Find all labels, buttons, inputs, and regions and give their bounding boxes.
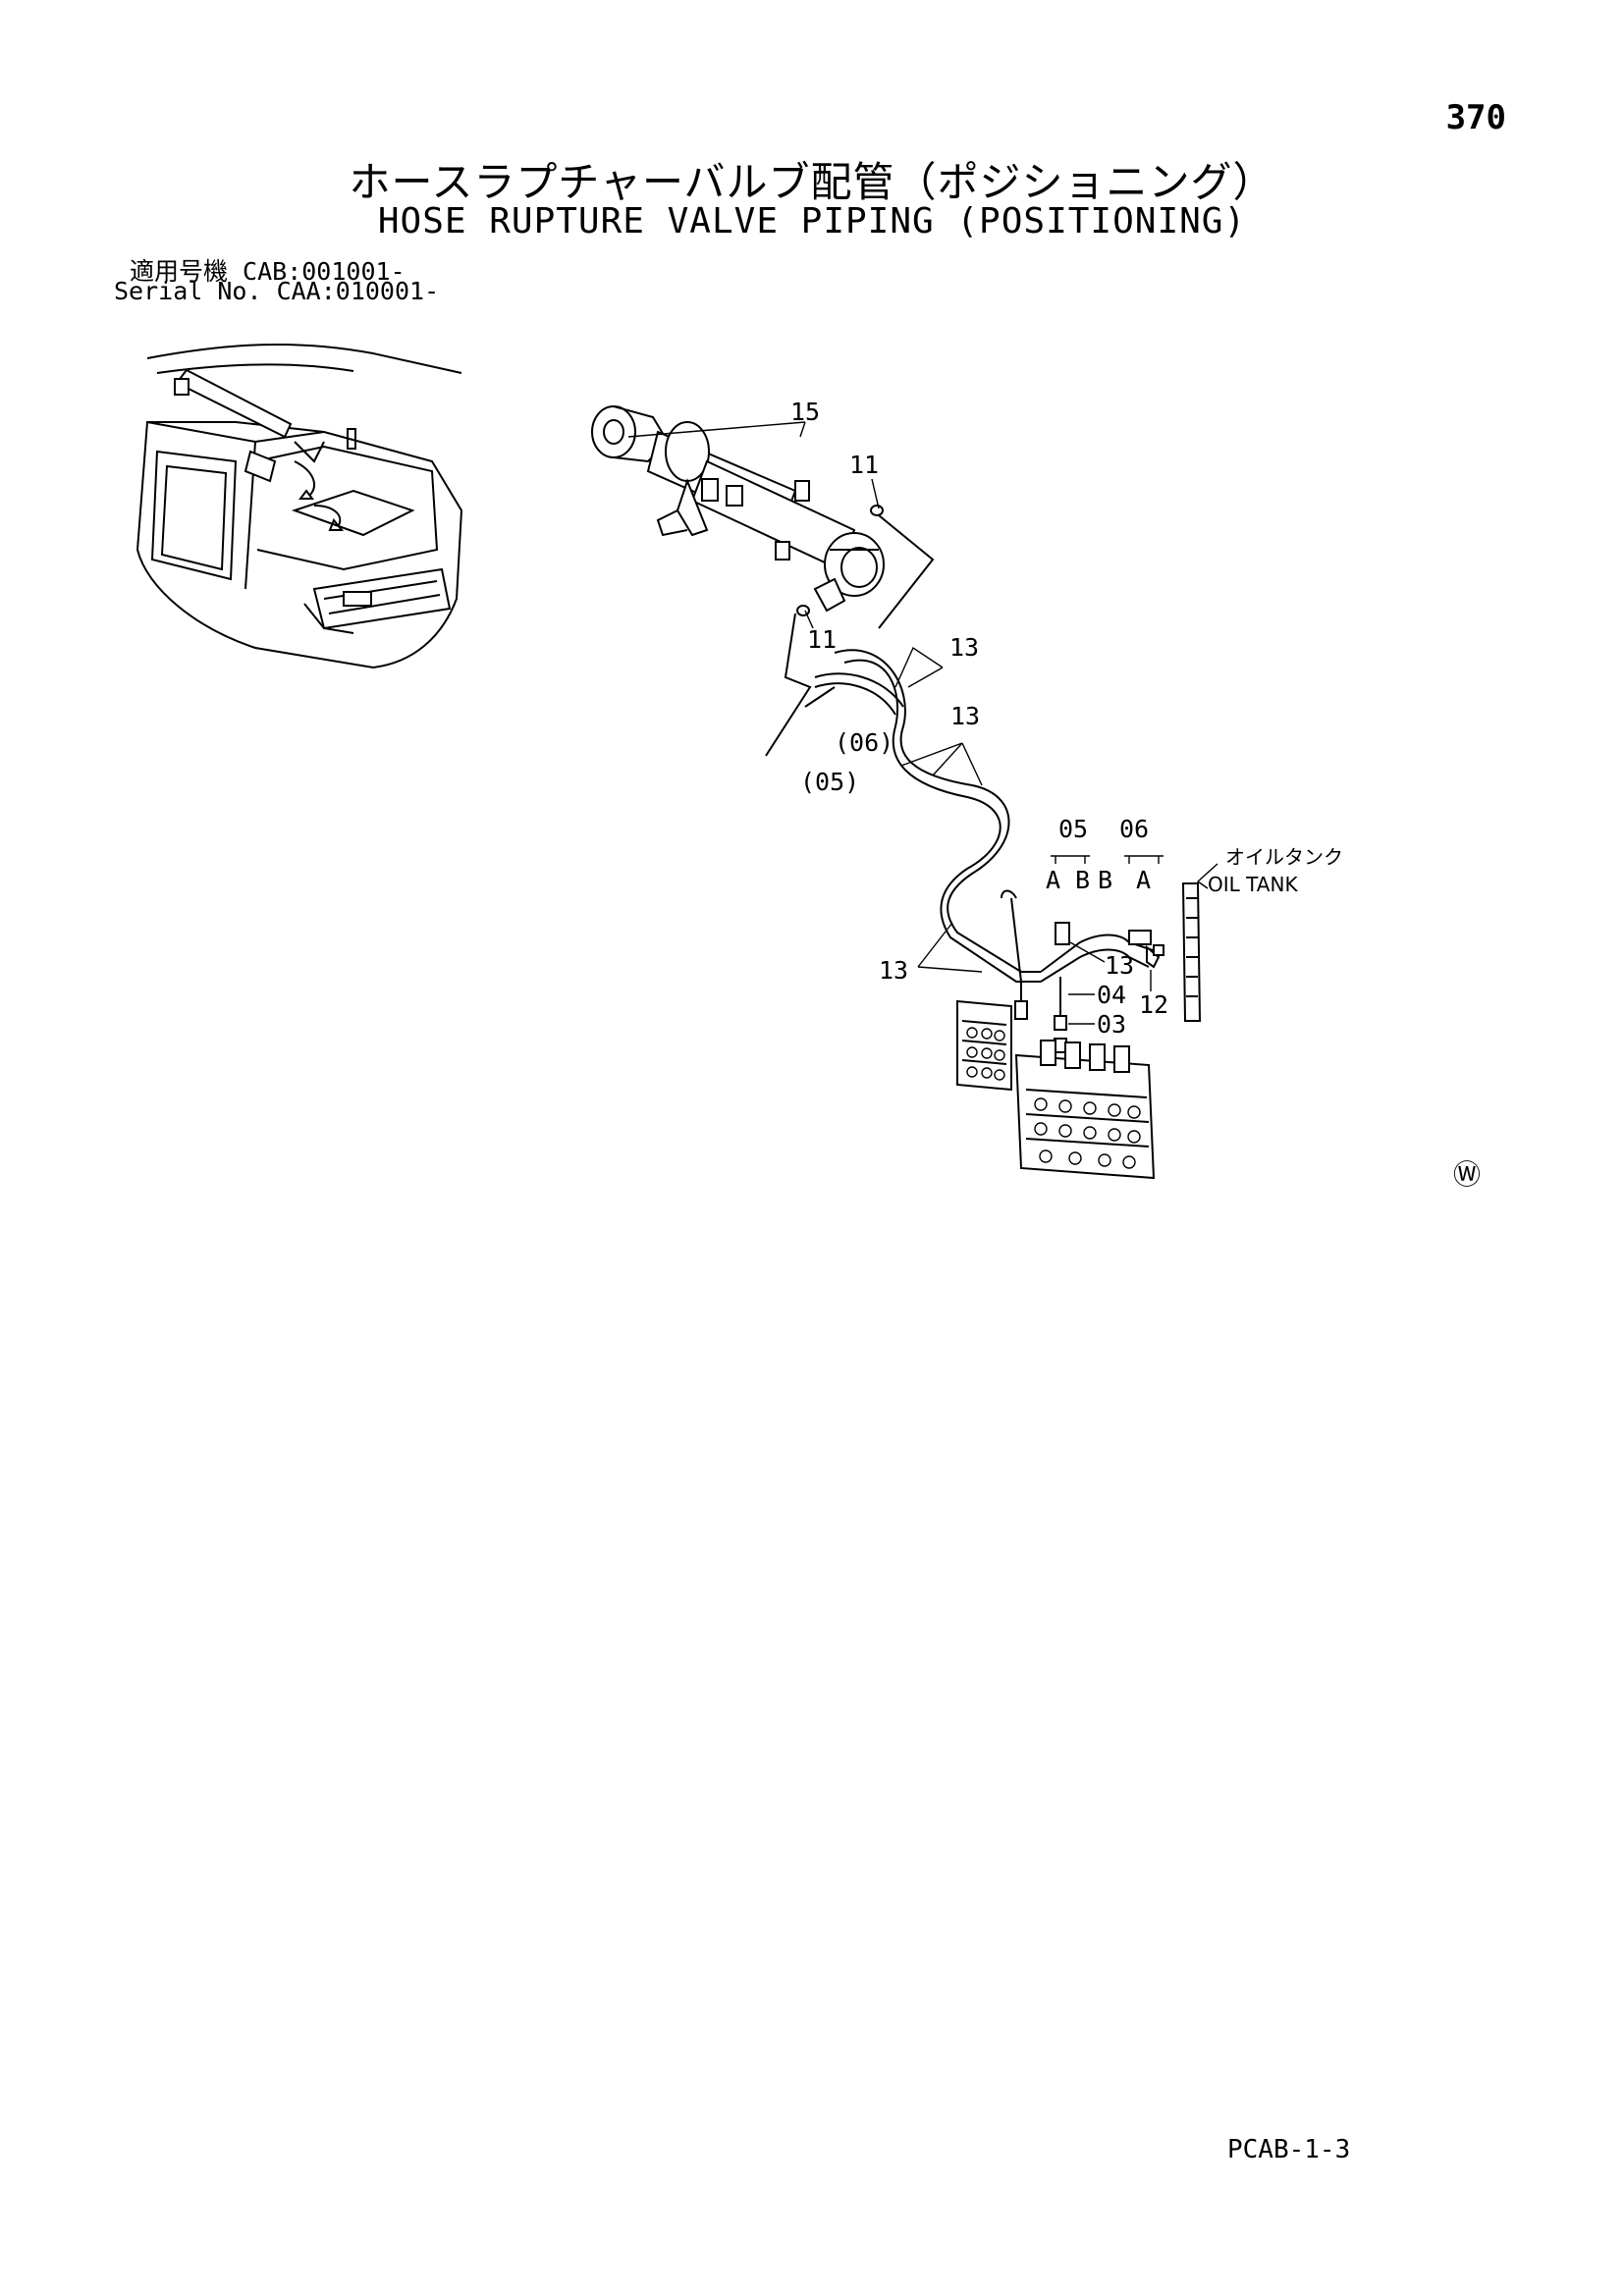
title-japanese: ホースラプチャーバルブ配管（ポジショニング） [349,158,1275,206]
callout-06: 06 [1119,815,1149,843]
oil-tank-illustration [1181,882,1202,1022]
callout-13-d: 13 [879,956,908,985]
page-number: 370 [1445,98,1506,137]
callout-12: 12 [1139,990,1168,1019]
callout-06-bracket: (06) [835,728,893,757]
port-b-left: B [1075,866,1090,894]
callout-04: 04 [1097,981,1126,1009]
callout-05: 05 [1058,815,1088,843]
callout-11-top: 11 [849,451,879,479]
applicable-serial-jp: 適用号機 CAB:001001- [130,257,406,286]
callout-15: 15 [790,398,820,426]
title-english: HOSE RUPTURE VALVE PIPING (POSITIONING) [377,201,1247,241]
callout-03: 03 [1097,1010,1126,1039]
port-a-right: A [1136,866,1151,894]
boom-cylinder-15 [591,405,885,616]
oil-tank-label-jp: オイルタンク [1225,845,1343,869]
revision-mark: Ⓦ [1453,1158,1482,1191]
callout-11-bottom: 11 [807,625,837,654]
callout-13-c: 13 [1105,951,1134,980]
applicable-serial-en: Serial No. CAA:010001- [114,277,440,305]
callout-05-bracket: (05) [800,768,859,796]
callout-13-b: 13 [950,702,980,730]
callout-13-a: 13 [949,633,979,662]
control-valve-assembly [956,999,1156,1180]
port-a-left: A [1046,866,1060,894]
oil-tank-label-en: OIL TANK [1208,873,1298,896]
excavator-overview-illustration [135,343,463,669]
hose-lines [627,421,1218,1053]
port-b-right: B [1098,866,1112,894]
document-code: PCAB-1-3 [1227,2135,1351,2164]
callout-labels: 15 11 11 13 13 (06) (05) 05 06 A B B A オ… [790,398,1343,1039]
